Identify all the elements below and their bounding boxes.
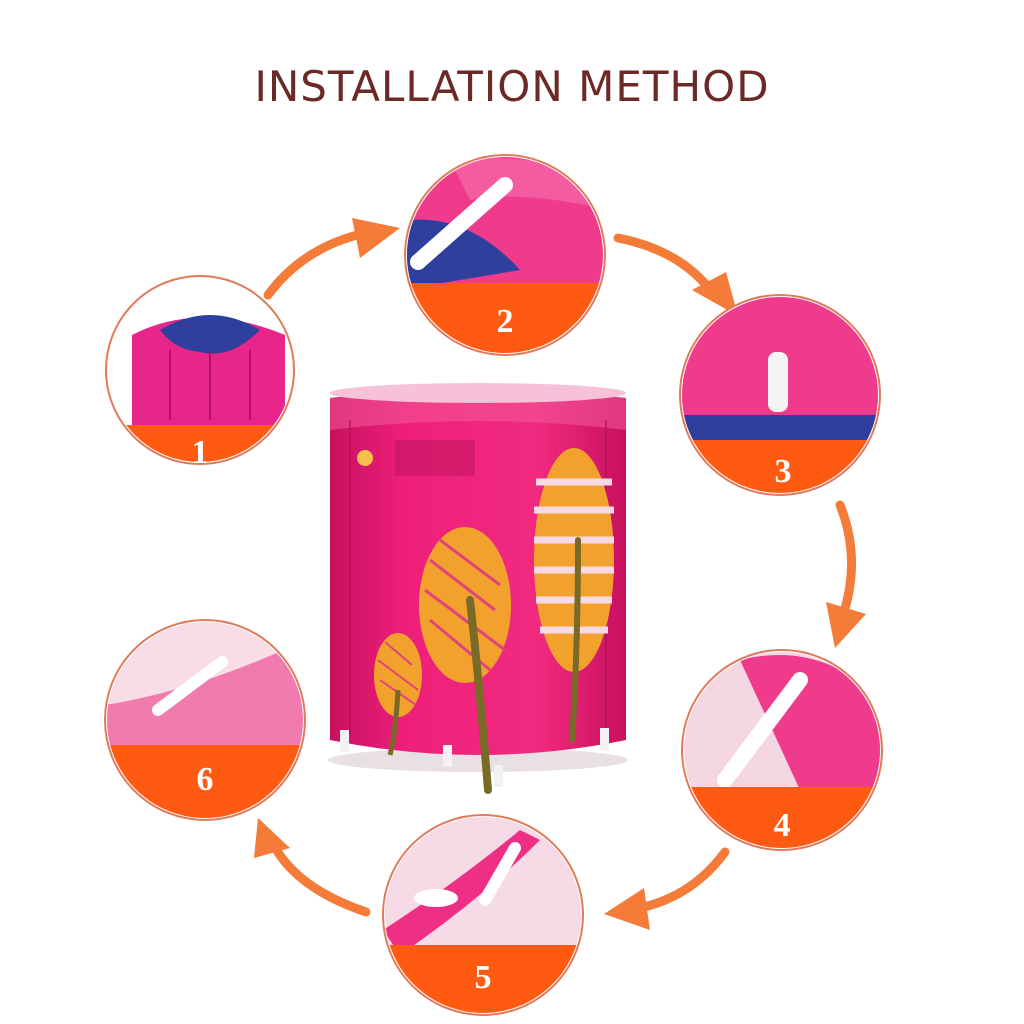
step-6-number: 6 bbox=[197, 761, 214, 798]
arrow-2-to-3-head bbox=[692, 272, 738, 316]
step-1-number: 1 bbox=[192, 434, 209, 471]
step-4-badge: 4 bbox=[681, 649, 883, 851]
arrow-5-to-6 bbox=[267, 837, 371, 917]
arrow-5-to-6-head bbox=[254, 818, 290, 858]
flow-arrows bbox=[254, 218, 866, 930]
step-1-badge: 1 bbox=[105, 275, 295, 471]
arrow-3-to-4 bbox=[835, 500, 857, 623]
arrow-3-to-4-head bbox=[826, 602, 866, 648]
step-2-badge: 2 bbox=[404, 154, 606, 356]
step-5-number: 5 bbox=[475, 959, 492, 996]
bathtub-product-image bbox=[328, 383, 628, 794]
arrow-4-to-5-head bbox=[604, 888, 650, 930]
page-title: INSTALLATION METHOD bbox=[254, 62, 770, 111]
step-3-number: 3 bbox=[775, 453, 792, 490]
arrow-2-to-3 bbox=[613, 233, 717, 297]
step-4-number: 4 bbox=[774, 807, 791, 844]
arrow-1-to-2-head bbox=[352, 218, 400, 258]
arrow-1-to-2 bbox=[263, 227, 375, 300]
step-3-badge: 3 bbox=[679, 294, 881, 496]
step-2-number: 2 bbox=[497, 303, 514, 340]
step-5-badge: 5 bbox=[382, 814, 584, 1016]
step-6-badge: 6 bbox=[104, 619, 306, 821]
